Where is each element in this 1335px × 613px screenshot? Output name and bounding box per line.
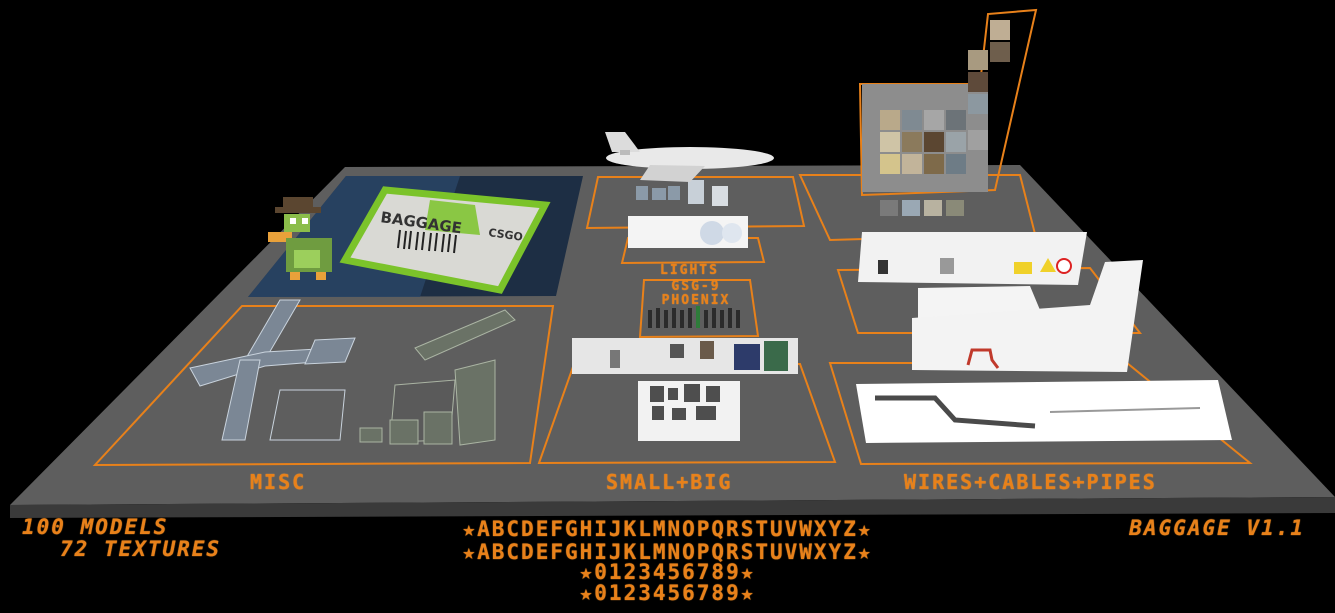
map-stats: 100 MODELS 72 TEXTURES — [22, 516, 221, 560]
sign-subtitle: CSGO — [488, 226, 524, 244]
font-sample-row-2: ★ABCDEFGHIJKLMNOPQRSTUVWXYZ★ — [462, 540, 873, 564]
floor-texture-tiles — [880, 200, 964, 216]
zone-lights-label: LIGHTS — [660, 263, 719, 278]
decal-board-upper — [858, 232, 1087, 285]
airplane-model — [605, 132, 774, 182]
barcode-graphic — [397, 229, 457, 254]
map-version-label: BAGGAGE V1.1 — [1129, 516, 1305, 540]
misc-walkway-models — [189, 299, 356, 441]
decal-signs — [878, 258, 1072, 274]
pipes-board — [856, 380, 1232, 443]
models-count: 100 MODELS — [22, 515, 169, 539]
zone-lights-outline — [585, 176, 806, 230]
pixel-character-sprite — [268, 197, 332, 280]
lights-fixture-models — [636, 180, 728, 206]
light-glow — [722, 223, 742, 243]
floor-edge — [10, 497, 1335, 518]
zone-gsg9-outline — [638, 279, 760, 339]
zone-gsg9-label-line2: PHOENIX — [661, 293, 731, 308]
zone-misc-outline — [92, 305, 555, 467]
zone-small-big-label: SMALL+BIG — [606, 470, 733, 494]
zone-gsg9-label-line1: GSG-9 — [671, 279, 721, 294]
baggage-sign-arrow — [425, 200, 480, 235]
font-sample-row-3: ★0123456789★ — [579, 560, 756, 584]
misc-escalator-models — [359, 309, 516, 446]
light-glow — [700, 221, 724, 245]
small-big-backboard — [572, 338, 798, 374]
player-models — [648, 306, 740, 328]
small-big-crate-models — [650, 384, 720, 420]
font-sample-row-1: ★ABCDEFGHIJKLMNOPQRSTUVWXYZ★ — [462, 517, 873, 541]
small-big-prop-models — [610, 341, 788, 371]
baggage-sign — [339, 186, 551, 294]
zone-misc-label: MISC — [250, 470, 307, 494]
pipe-models — [875, 395, 1036, 429]
wires-wall — [912, 260, 1143, 372]
zone-wires-label: WIRES+CABLES+PIPES — [904, 470, 1157, 494]
textures-count: 72 TEXTURES — [60, 537, 222, 561]
wire-red-model — [966, 348, 1000, 369]
font-sample-row-4: ★0123456789★ — [579, 581, 756, 605]
cable-model — [1049, 407, 1201, 413]
texture-swatch-grid — [880, 20, 1010, 174]
